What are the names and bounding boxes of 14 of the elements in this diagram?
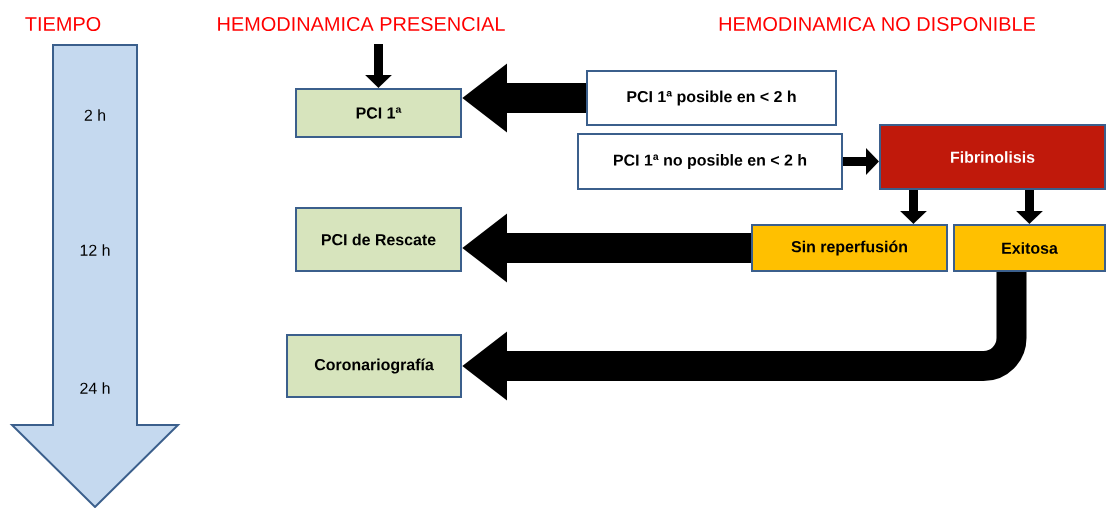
condition-box: PCI 1ª posible en < 2 h (586, 70, 837, 126)
column-heading: HEMODINAMICA NO DISPONIBLE (719, 16, 1035, 32)
column-heading: HEMODINAMICA PRESENCIAL (218, 16, 505, 32)
condition-box: PCI 1ª no posible en < 2 h (577, 133, 843, 190)
process-box: PCI de Rescate (295, 207, 462, 272)
time-label: 12 h (80, 244, 110, 256)
time-label: 24 h (80, 382, 110, 394)
outcome-box: Exitosa (953, 224, 1106, 272)
process-box: PCI 1ª (295, 88, 462, 138)
process-box: Coronariografía (286, 334, 462, 398)
time-label: 2 h (84, 109, 106, 121)
outcome-box: Sin reperfusión (751, 224, 948, 272)
column-heading: TIEMPO (25, 16, 101, 32)
process-box: Fibrinolisis (879, 124, 1106, 190)
